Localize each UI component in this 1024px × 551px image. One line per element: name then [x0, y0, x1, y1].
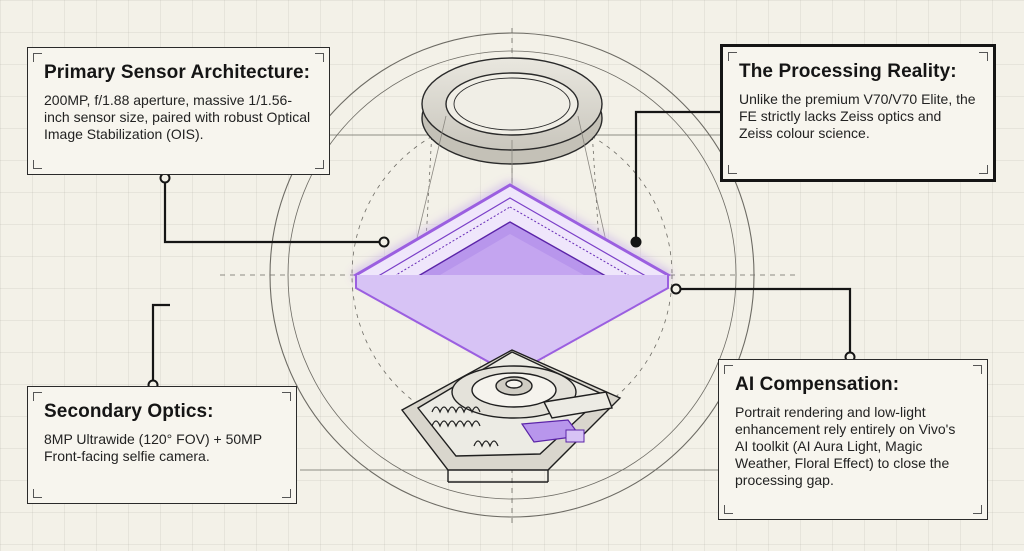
callout-leader-lines [151, 110, 852, 385]
ois-actuator-module [400, 349, 622, 483]
processing-reality-title: The Processing Reality: [739, 61, 957, 82]
secondary-optics-title: Secondary Optics: [44, 401, 214, 422]
ai-compensation-body: Portrait rendering and low-light enhance… [735, 404, 956, 488]
ai-compensation-title: AI Compensation: [735, 374, 900, 395]
primary-sensor-callout: Primary Sensor Architecture: 200MP, f/1.… [27, 47, 330, 175]
processing-reality-callout: The Processing Reality: Unlike the premi… [720, 44, 996, 182]
lens-ring [421, 57, 603, 165]
sensor-chip [352, 183, 672, 377]
primary-sensor-title: Primary Sensor Architecture: [44, 62, 311, 83]
secondary-optics-body: 8MP Ultrawide (120° FOV) + 50MP Front-fa… [44, 431, 262, 464]
processing-reality-body: Unlike the premium V70/V70 Elite, the FE… [739, 91, 976, 141]
secondary-optics-callout: Secondary Optics: 8MP Ultrawide (120° FO… [27, 386, 297, 504]
ai-compensation-callout: AI Compensation: Portrait rendering and … [718, 359, 988, 520]
primary-sensor-body: 200MP, f/1.88 aperture, massive 1/1.56-i… [44, 92, 311, 142]
